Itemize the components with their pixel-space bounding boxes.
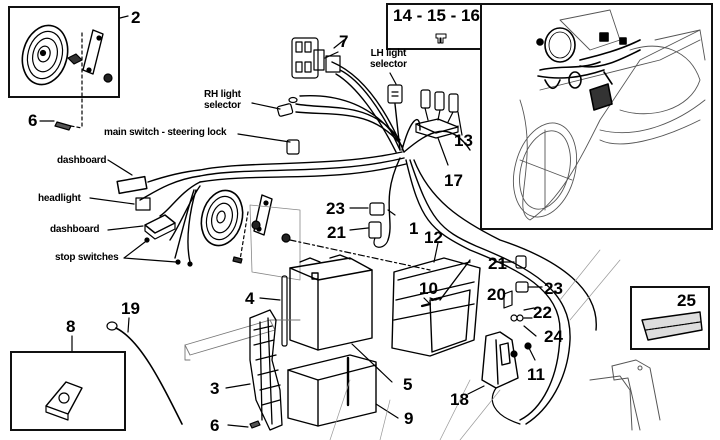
inset-horn-box [8, 6, 120, 98]
callout-dashboard-1: dashboard [57, 155, 107, 166]
relays-drawing [415, 89, 459, 139]
part-number-9: 9 [404, 409, 414, 428]
callout-dashboard-2: dashboard [50, 224, 100, 235]
part-number-14-15-16: 14 - 15 - 16 [393, 6, 480, 25]
part-number-21-top: 21 [327, 223, 346, 242]
part-number-3: 3 [210, 379, 220, 398]
callout-lh-light-selector: LH light selector [370, 48, 407, 70]
part-number-23-right: 23 [544, 279, 563, 298]
horn-inset-drawing [21, 24, 113, 131]
horn-drawing [200, 189, 291, 264]
part-number-8: 8 [66, 317, 76, 336]
battery-holder-drawing [391, 257, 481, 357]
battery-tray-drawing [287, 354, 377, 427]
inset-fuses-box [386, 3, 482, 50]
fuse-box-drawing [291, 37, 341, 79]
regulator-drawing [481, 331, 519, 389]
part-number-20: 20 [487, 285, 506, 304]
callout-main-switch: main switch - steering lock [104, 127, 227, 138]
part-number-10: 10 [419, 279, 438, 298]
part-number-13: 13 [454, 131, 473, 150]
part-number-21-right: 21 [488, 254, 507, 273]
part-number-19: 19 [121, 299, 140, 318]
part-number-2: 2 [131, 8, 141, 27]
scooter-harness-drawing [536, 27, 641, 111]
part-number-11: 11 [527, 365, 545, 384]
callout-headlight: headlight [38, 193, 81, 204]
part-number-24: 24 [544, 327, 563, 346]
part-number-25: 25 [677, 291, 696, 310]
inset-scooter-box [480, 3, 713, 230]
side-panel-drawing [249, 309, 283, 431]
part-number-23-top: 23 [326, 199, 345, 218]
part-number-1: 1 [409, 219, 419, 238]
part-number-17: 17 [444, 171, 463, 190]
part-number-7: 7 [339, 32, 349, 51]
part-number-6-bottom: 6 [210, 416, 220, 435]
part-number-4: 4 [245, 289, 255, 308]
scooter-drawing [513, 9, 706, 221]
part-number-22: 22 [533, 303, 552, 322]
part-number-5: 5 [403, 375, 413, 394]
part-number-6-top: 6 [28, 111, 38, 130]
callout-stop-switches: stop switches [55, 252, 119, 263]
battery-drawing [289, 254, 373, 351]
part-number-18: 18 [450, 390, 469, 409]
part-number-12: 12 [424, 228, 443, 247]
callout-rh-light-selector: RH light selector [204, 89, 241, 111]
